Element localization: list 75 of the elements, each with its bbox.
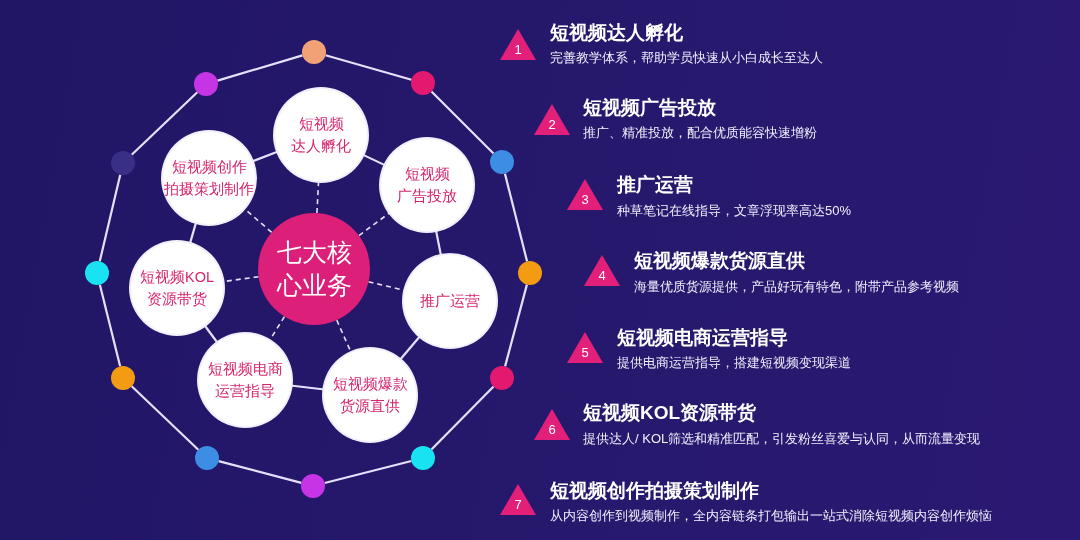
item-description: 完善教学体系，帮助学员快速从小白成长至达人 (550, 48, 823, 66)
connector-line (203, 324, 219, 344)
number-triangle (567, 332, 603, 363)
ring-dot (490, 366, 514, 390)
topic-label: 短视频达人孵化 (291, 115, 351, 156)
connector-line (434, 229, 443, 257)
step-number: 5 (580, 345, 590, 360)
connector-line (324, 459, 412, 485)
item-description: 提供达人/ KOL筛选和精准匹配，引发粉丝喜爱与认同，从而流量变现 (583, 429, 981, 447)
topic-circle (381, 139, 473, 231)
topic-label: 短视频广告投放 (397, 165, 457, 206)
ring-dot (490, 150, 514, 174)
topic-circle (163, 132, 255, 224)
connector-line (430, 90, 495, 155)
ring-dot (302, 40, 326, 64)
connector-line (290, 384, 325, 391)
number-triangle (567, 179, 603, 210)
connector-line (130, 91, 199, 156)
topic-circle (275, 89, 367, 181)
ring-dot (301, 474, 325, 498)
number-triangle (500, 484, 536, 515)
item-heading: 推广运营 (617, 173, 693, 197)
connector-line (98, 284, 122, 367)
step-number: 1 (513, 42, 523, 57)
ring-dot (518, 261, 542, 285)
connector-line (218, 460, 302, 484)
connector-line (98, 174, 122, 262)
topic-circle (131, 242, 223, 334)
topic-circle (404, 255, 496, 347)
item-description: 推广、精准投放，配合优质能容快速增粉 (583, 123, 817, 141)
step-number: 2 (547, 117, 557, 132)
topic-circle (199, 334, 291, 426)
item-heading: 短视频广告投放 (583, 96, 716, 120)
ring-dot (111, 151, 135, 175)
dashed-connector (358, 211, 391, 237)
connector-line (430, 385, 495, 451)
step-number: 4 (597, 268, 607, 283)
number-triangle (584, 255, 620, 286)
number-triangle (500, 29, 536, 60)
topic-label: 推广运营 (420, 292, 480, 311)
connector-line (251, 150, 279, 163)
connector-line (325, 54, 412, 81)
item-heading: 短视频创作拍摄策划制作 (550, 479, 759, 503)
number-triangle (534, 409, 570, 440)
number-triangle (534, 104, 570, 135)
connector-line (217, 54, 303, 82)
topic-label: 短视频电商运营指导 (207, 360, 283, 401)
topic-label: 短视频爆款货源直供 (332, 375, 408, 416)
step-number: 6 (547, 422, 557, 437)
item-heading: 短视频爆款货源直供 (634, 249, 805, 273)
item-heading: 短视频达人孵化 (550, 21, 683, 45)
topic-circle (324, 349, 416, 441)
ring-dot (411, 71, 435, 95)
item-heading: 短视频电商运营指导 (617, 326, 788, 350)
core-label: 七大核心业务 (276, 237, 352, 301)
topic-label: 短视频KOL资源带货 (140, 268, 214, 309)
ring-dot (85, 261, 109, 285)
step-number: 7 (513, 497, 523, 512)
connector-line (504, 284, 528, 367)
step-number: 3 (580, 192, 590, 207)
item-description: 种草笔记在线指导，文章浮现率高达50% (617, 201, 852, 219)
ring-dot (411, 446, 435, 470)
item-description: 提供电商运营指导，搭建短视频变现渠道 (617, 353, 851, 371)
connector-line (503, 173, 529, 262)
connector-line (130, 385, 200, 451)
ring-dot (194, 72, 218, 96)
item-heading: 短视频KOL资源带货 (583, 401, 757, 425)
ring-dot (195, 446, 219, 470)
dashed-connector (316, 180, 320, 214)
connector-line (362, 153, 386, 167)
item-description: 从内容创作到视频制作，全内容链条打包输出一站式消除短视频内容创作烦恼 (550, 506, 992, 524)
connector-line (188, 221, 198, 245)
item-description: 海量优质货源提供，产品好玩有特色，附带产品参考视频 (634, 277, 959, 295)
topic-label: 短视频创作拍摄策划制作 (164, 158, 254, 199)
ring-dot (111, 366, 135, 390)
